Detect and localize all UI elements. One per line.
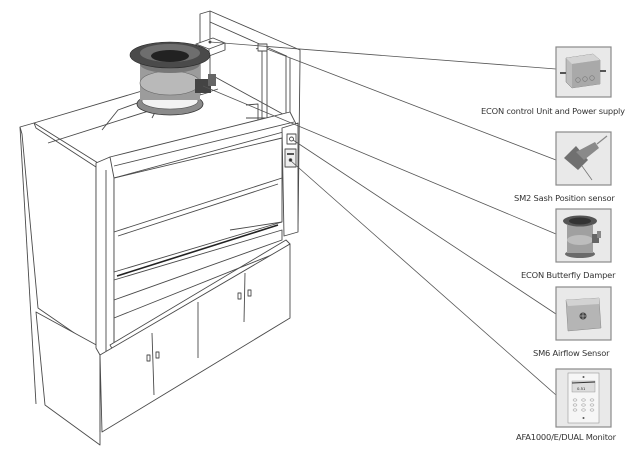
hood-mounted-airflow-sensor (286, 133, 297, 145)
butterfly-damper-on-hood (129, 41, 216, 116)
control-box-icon (560, 53, 606, 89)
hood-left-edge (19, 126, 37, 405)
caption-butterfly-damper: ECON Butterfly Damper (521, 270, 616, 280)
base-cabinet-front (99, 243, 291, 433)
leader-line-damper (202, 85, 557, 235)
leader-lines (202, 41, 557, 396)
door-handle (247, 289, 252, 297)
leader-line-control-unit (209, 41, 557, 70)
caption-airflow-sensor: SM6 Airflow Sensor (533, 348, 610, 358)
door-handle (155, 351, 160, 359)
hood-front-pillar-left (95, 156, 115, 356)
work-opening (113, 229, 283, 301)
door-handle (146, 354, 151, 362)
control-unit-thumbnail (555, 46, 612, 98)
damper-thumbnail (555, 208, 612, 263)
caption-sash-sensor: SM2 Sash Position sensor (514, 193, 615, 203)
airflow-sensor-thumbnail (555, 286, 612, 341)
leader-line-sash-sensor (266, 48, 557, 161)
hood-mounted-monitor (284, 148, 297, 168)
cabinet-door-split-3 (243, 272, 246, 323)
hood-left-side (19, 122, 97, 349)
cabinet-door-split-1 (151, 332, 155, 396)
monitor-display-readout: 0.51 (577, 386, 586, 391)
sash-sensor-icon (564, 135, 608, 181)
sash-sensor-thumbnail (555, 131, 612, 186)
caption-control-unit: ECON control Unit and Power supply (481, 106, 625, 116)
caption-monitor: AFA1000/E/DUAL Monitor (516, 432, 616, 442)
monitor-thumbnail: 0.51 (555, 368, 612, 428)
airflow-sensor-icon (565, 297, 602, 332)
monitor-panel-icon: 0.51 (567, 372, 600, 424)
leader-line-airflow-sensor (292, 139, 557, 315)
sash-handle-bar (116, 224, 279, 277)
base-left-side (35, 311, 101, 446)
leader-line-monitor (290, 160, 557, 396)
butterfly-damper-icon (563, 215, 601, 258)
door-handle (237, 292, 242, 300)
fume-hood-drawing (19, 10, 301, 446)
